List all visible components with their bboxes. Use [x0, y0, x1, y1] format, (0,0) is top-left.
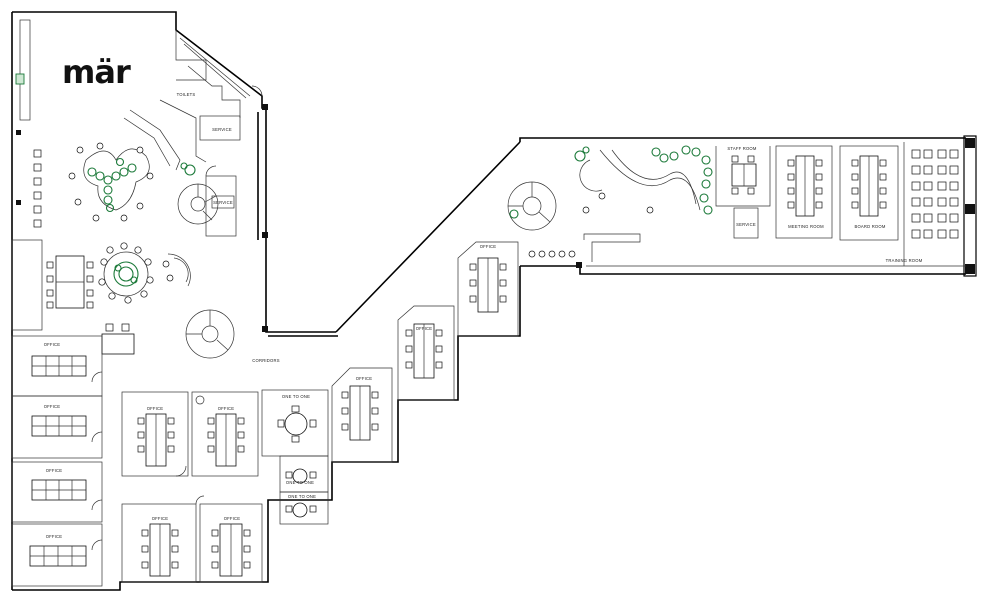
seating-row: [528, 250, 576, 258]
room-label-service: SERVICE: [736, 222, 756, 227]
room-label-service: SERVICE: [213, 200, 233, 205]
planter-icon: [509, 145, 713, 219]
room-label-office: OFFICE: [46, 534, 63, 539]
one-to-one-rooms: [261, 389, 329, 525]
chair-icon: [136, 202, 144, 210]
chair-icon: [136, 146, 144, 154]
room-label-one-to-one: ONE TO ONE: [286, 480, 314, 485]
lounge-area: [11, 19, 235, 359]
company-logo: mär: [62, 53, 131, 91]
room-label-toilets: TOILETS: [177, 92, 196, 97]
room-label-board-room: BOARD ROOM: [854, 224, 885, 229]
room-label-office: OFFICE: [46, 468, 63, 473]
column-icon: [16, 130, 21, 135]
column-icon: [262, 232, 268, 238]
stepped-offices: [331, 241, 519, 463]
column-icon: [16, 200, 21, 205]
room-label-service: SERVICE: [212, 127, 232, 132]
room-label-office: OFFICE: [416, 326, 433, 331]
room-label-meeting-room: MEETING ROOM: [788, 224, 824, 229]
training-seats: [911, 149, 959, 239]
round-table-chairs: [98, 242, 154, 304]
planter-icon: [113, 261, 139, 287]
centre-offices: [121, 391, 263, 583]
room-label-office: OFFICE: [152, 516, 169, 521]
chair-icon: [120, 214, 128, 222]
room-label-office: OFFICE: [147, 406, 164, 411]
room-label-office: OFFICE: [218, 406, 235, 411]
chair-icon: [92, 214, 100, 222]
desk-cluster: [29, 545, 87, 567]
room-label-office: OFFICE: [44, 342, 61, 347]
planter-icon: [87, 157, 137, 213]
wall-seats: [33, 149, 42, 228]
chair-icon: [68, 172, 76, 180]
bench-chairs: [46, 261, 94, 309]
room-label-office: OFFICE: [224, 516, 241, 521]
east-wing: [507, 142, 966, 267]
room-label-training-room: TRAINING ROOM: [886, 258, 923, 263]
room-label-one-to-one: ONE TO ONE: [288, 494, 316, 499]
column-icon: [965, 264, 975, 274]
west-offices: [11, 335, 103, 587]
room-label-one-to-one: ONE TO ONE: [282, 394, 310, 399]
column-icon: [965, 138, 975, 148]
chair-icon: [96, 142, 104, 150]
room-label-corridors: CORRIDORS: [252, 358, 279, 363]
room-label-office: OFFICE: [356, 376, 373, 381]
column-icon: [262, 104, 268, 110]
chair-icon: [76, 146, 84, 154]
column-icon: [965, 204, 975, 214]
room-label-office: OFFICE: [44, 404, 61, 409]
chair-icon: [146, 172, 154, 180]
desk-cluster: [31, 479, 87, 501]
column-icon: [576, 262, 582, 268]
column-icon: [262, 326, 268, 332]
desk-cluster: [31, 415, 87, 437]
desk-cluster: [31, 355, 87, 377]
room-label-staff-room: STAFF ROOM: [727, 146, 756, 151]
room-label-office: OFFICE: [480, 244, 497, 249]
office-chairs: [137, 417, 251, 569]
lounge-chairs: [68, 142, 154, 222]
service-block: [159, 30, 263, 237]
chair-icon: [74, 198, 82, 206]
